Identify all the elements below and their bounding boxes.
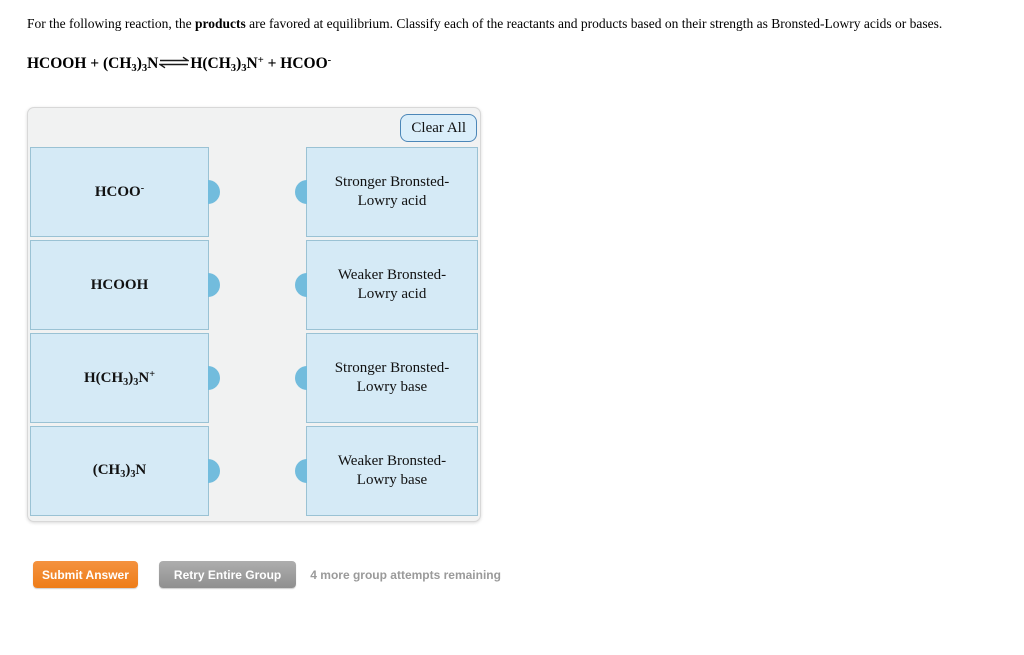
category-box[interactable]: Stronger Bronsted-Lowry acid (295, 147, 478, 237)
term-label: HCOOH (90, 276, 149, 293)
term-box[interactable]: HCOOH (30, 240, 220, 330)
match-row: (CH3)3N Weaker Bronsted-Lowry base (30, 426, 478, 516)
match-row: HCOO- Stronger Bronsted-Lowry acid (30, 147, 478, 237)
category-connector-icon[interactable] (295, 459, 307, 483)
match-row: H(CH3)3N+ Stronger Bronsted-Lowry base (30, 333, 478, 423)
term-label: HCOO- (94, 183, 145, 200)
clear-all-button[interactable]: Clear All (400, 114, 477, 142)
category-label: Stronger Bronsted-Lowry base (334, 360, 450, 395)
question-text-after: are favored at equilibrium. Classify eac… (245, 16, 943, 31)
term-box[interactable]: H(CH3)3N+ (30, 333, 220, 423)
attempts-remaining-text: 4 more group attempts remaining (310, 567, 501, 582)
term-box[interactable]: (CH3)3N (30, 426, 220, 516)
matching-panel: Clear All HCOO- Stronger Bronsted-Lowry … (27, 107, 481, 522)
retry-entire-group-button[interactable]: Retry Entire Group (158, 561, 297, 588)
category-box[interactable]: Stronger Bronsted-Lowry base (295, 333, 478, 423)
term-connector-icon[interactable] (208, 273, 220, 297)
question-text: For the following reaction, the products… (27, 16, 1018, 32)
term-box[interactable]: HCOO- (30, 147, 220, 237)
question-bold-word: products (194, 16, 246, 31)
equilibrium-arrow-icon (157, 56, 191, 74)
category-label: Stronger Bronsted-Lowry acid (334, 174, 450, 209)
term-label: (CH3)3N (92, 462, 147, 480)
category-label: Weaker Bronsted-Lowry base (337, 453, 447, 488)
category-box[interactable]: Weaker Bronsted-Lowry acid (295, 240, 478, 330)
category-connector-icon[interactable] (295, 180, 307, 204)
term-connector-icon[interactable] (208, 459, 220, 483)
question-text-before: For the following reaction, the (27, 16, 195, 31)
category-box[interactable]: Weaker Bronsted-Lowry base (295, 426, 478, 516)
match-row: HCOOH Weaker Bronsted-Lowry acid (30, 240, 478, 330)
category-label: Weaker Bronsted-Lowry acid (337, 267, 447, 302)
panel-header: Clear All (28, 108, 480, 147)
category-connector-icon[interactable] (295, 273, 307, 297)
footer-actions: Submit Answer Retry Entire Group 4 more … (33, 561, 501, 588)
term-connector-icon[interactable] (208, 180, 220, 204)
submit-answer-button[interactable]: Submit Answer (33, 561, 138, 588)
category-connector-icon[interactable] (295, 366, 307, 390)
term-connector-icon[interactable] (208, 366, 220, 390)
matching-rows: HCOO- Stronger Bronsted-Lowry acid HCOOH… (28, 147, 480, 516)
term-label: H(CH3)3N+ (83, 368, 155, 388)
